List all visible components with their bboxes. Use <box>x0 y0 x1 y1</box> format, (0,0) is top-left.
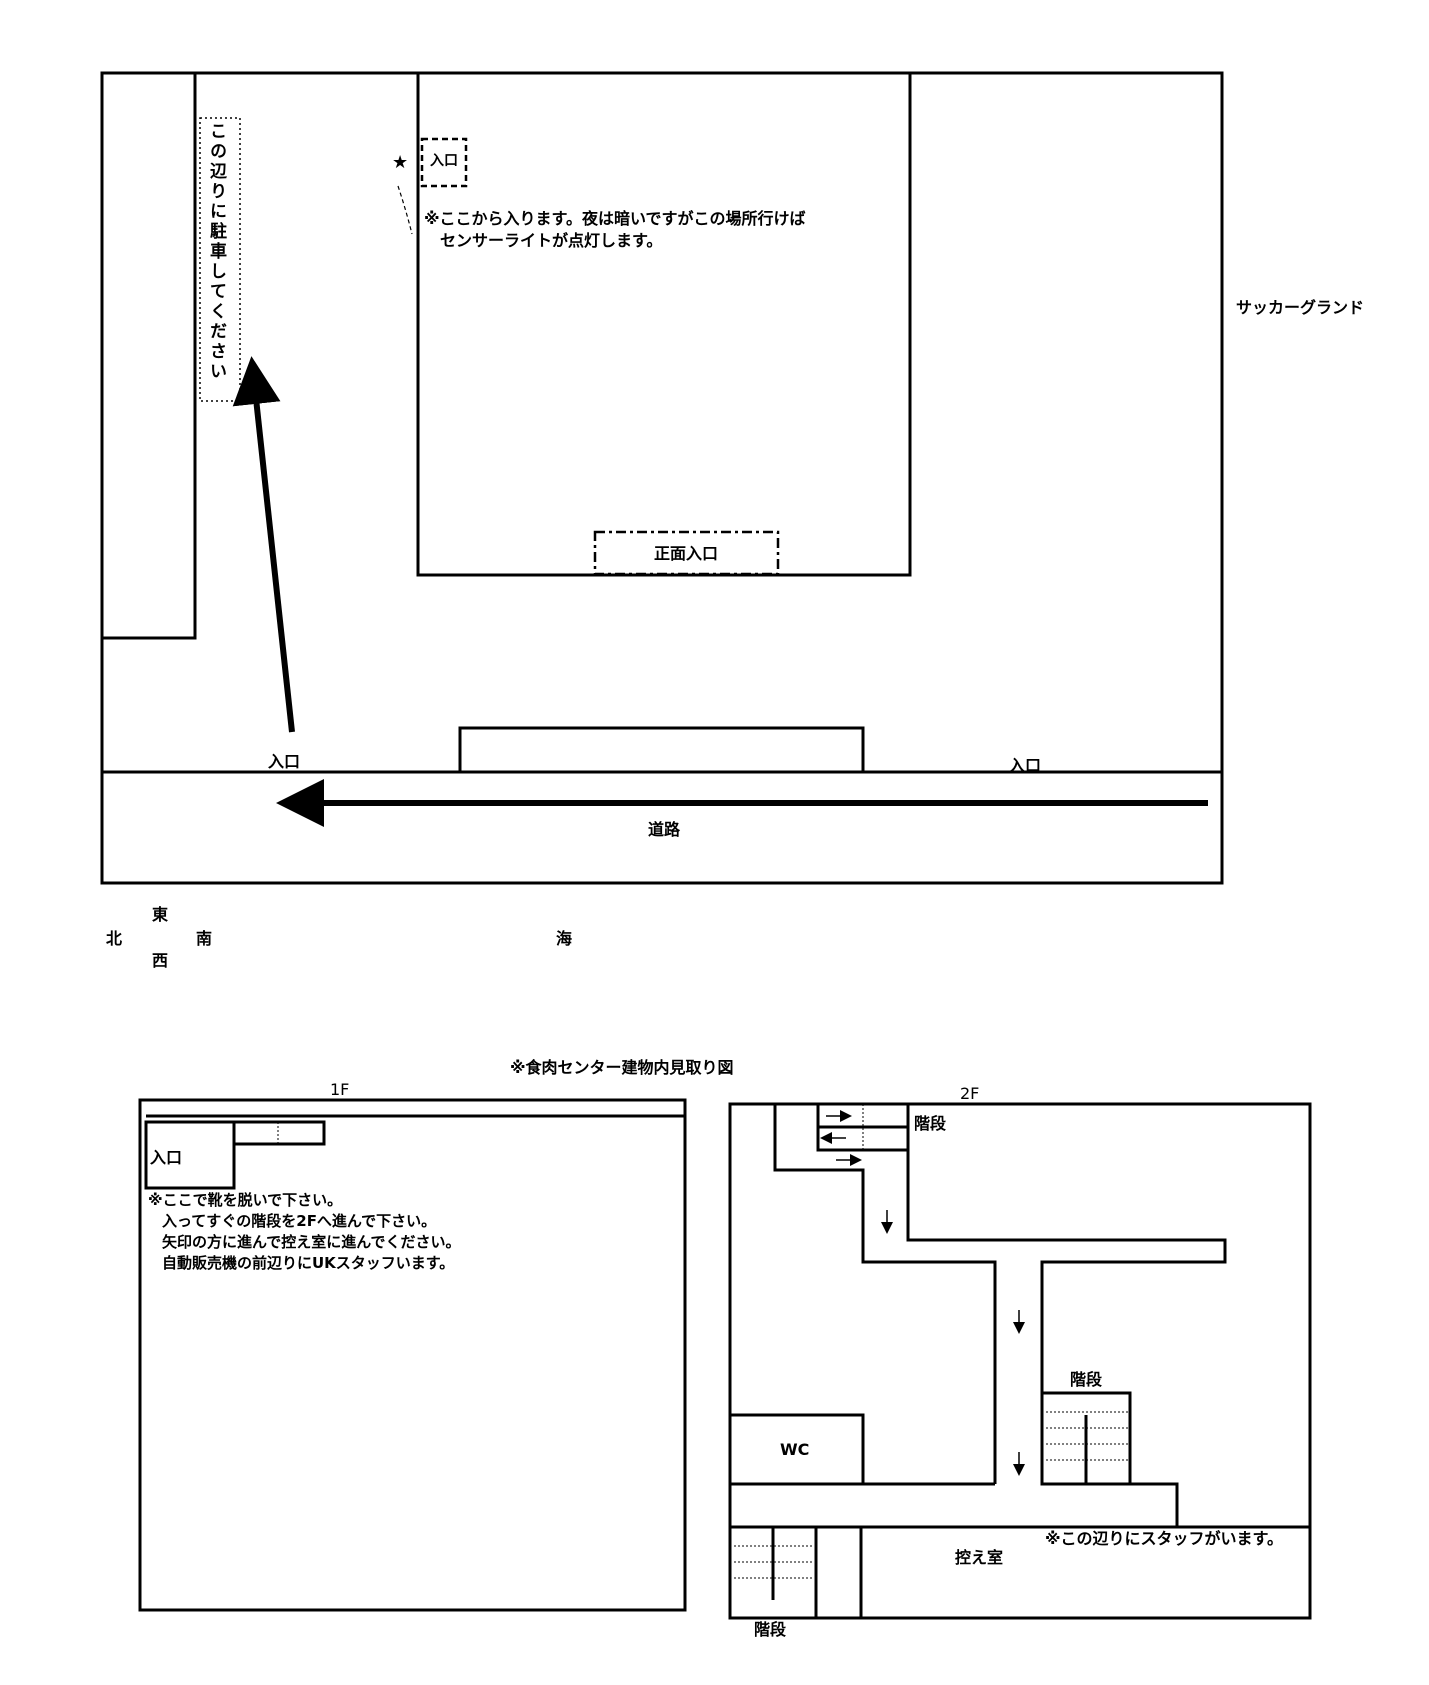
compass-west: 西 <box>152 951 169 970</box>
main-entrance-box <box>593 530 780 576</box>
floor1-instructions: ※ここで靴を脱いで下さい。 入ってすぐの階段を2Fへ進んで下さい。 矢印の方に進… <box>148 1190 461 1274</box>
star-path <box>397 185 413 235</box>
parking-label: この辺りに駐車してください <box>206 122 226 382</box>
floor1-stair-strip <box>232 1120 326 1146</box>
main-building <box>416 71 912 577</box>
side-entrance-note-line: ※ここから入ります。夜は暗いですがこの場所行けば <box>424 209 806 228</box>
road-side-building <box>458 726 865 774</box>
entrance-west-label: 入口 <box>268 752 301 771</box>
floor1-label: 1F <box>330 1080 350 1099</box>
floor2-stairs-top-label: 階段 <box>914 1114 947 1133</box>
parking-direction-arrow <box>232 356 295 733</box>
floor1-instruction-line: 自動販売機の前辺りにUKスタッフいます。 <box>162 1254 455 1272</box>
floor-plan-title: ※食肉センター建物内見取り図 <box>510 1058 734 1077</box>
soccer-field-label: サッカーグランド <box>1236 298 1365 317</box>
floor1-instruction-line: 矢印の方に進んで控え室に進んでください。 <box>162 1233 461 1251</box>
compass-north: 北 <box>106 929 123 948</box>
star-icon: ★ <box>392 152 409 173</box>
floor1-entrance-room <box>144 1120 236 1190</box>
compass-south: 南 <box>196 929 213 948</box>
side-entrance-note: ※ここから入ります。夜は暗いですがこの場所行けば センサーライトが点灯します。 <box>424 208 805 252</box>
floor1-instruction-line: ※ここで靴を脱いで下さい。 <box>148 1191 343 1209</box>
floor1-entrance-label: 入口 <box>150 1148 183 1167</box>
left-building <box>100 71 197 640</box>
floor2-upper-corridor <box>773 1104 997 1484</box>
entrance-east-label: 入口 <box>1009 756 1042 775</box>
floor1-outline <box>138 1098 687 1612</box>
side-entrance-box <box>420 137 468 188</box>
floor2-upper-corridor-right <box>906 1150 1227 1527</box>
floor2-closet <box>814 1525 863 1620</box>
side-entrance-note-line: センサーライトが点灯します。 <box>440 231 663 250</box>
main-entrance-label: 正面入口 <box>654 544 719 563</box>
floor2-label: 2F <box>960 1084 980 1103</box>
floor2-outline <box>728 1102 1312 1620</box>
floor2-wc-label: WC <box>780 1440 810 1459</box>
floor2-staff-note: ※この辺りにスタッフがいます。 <box>1045 1529 1283 1548</box>
sea-label: 海 <box>556 929 573 948</box>
floor2-stairs-mid-label: 階段 <box>1070 1370 1103 1389</box>
floor1-instruction-line: 入ってすぐの階段を2Fへ進んで下さい。 <box>162 1212 437 1230</box>
floor2-stairs-bottom-label: 階段 <box>754 1620 787 1639</box>
compass-east: 東 <box>152 905 169 924</box>
floor2-waiting-room-label: 控え室 <box>955 1548 1004 1567</box>
road-label: 道路 <box>648 820 681 839</box>
side-entrance-label: 入口 <box>430 153 458 169</box>
parking-area <box>199 117 241 402</box>
